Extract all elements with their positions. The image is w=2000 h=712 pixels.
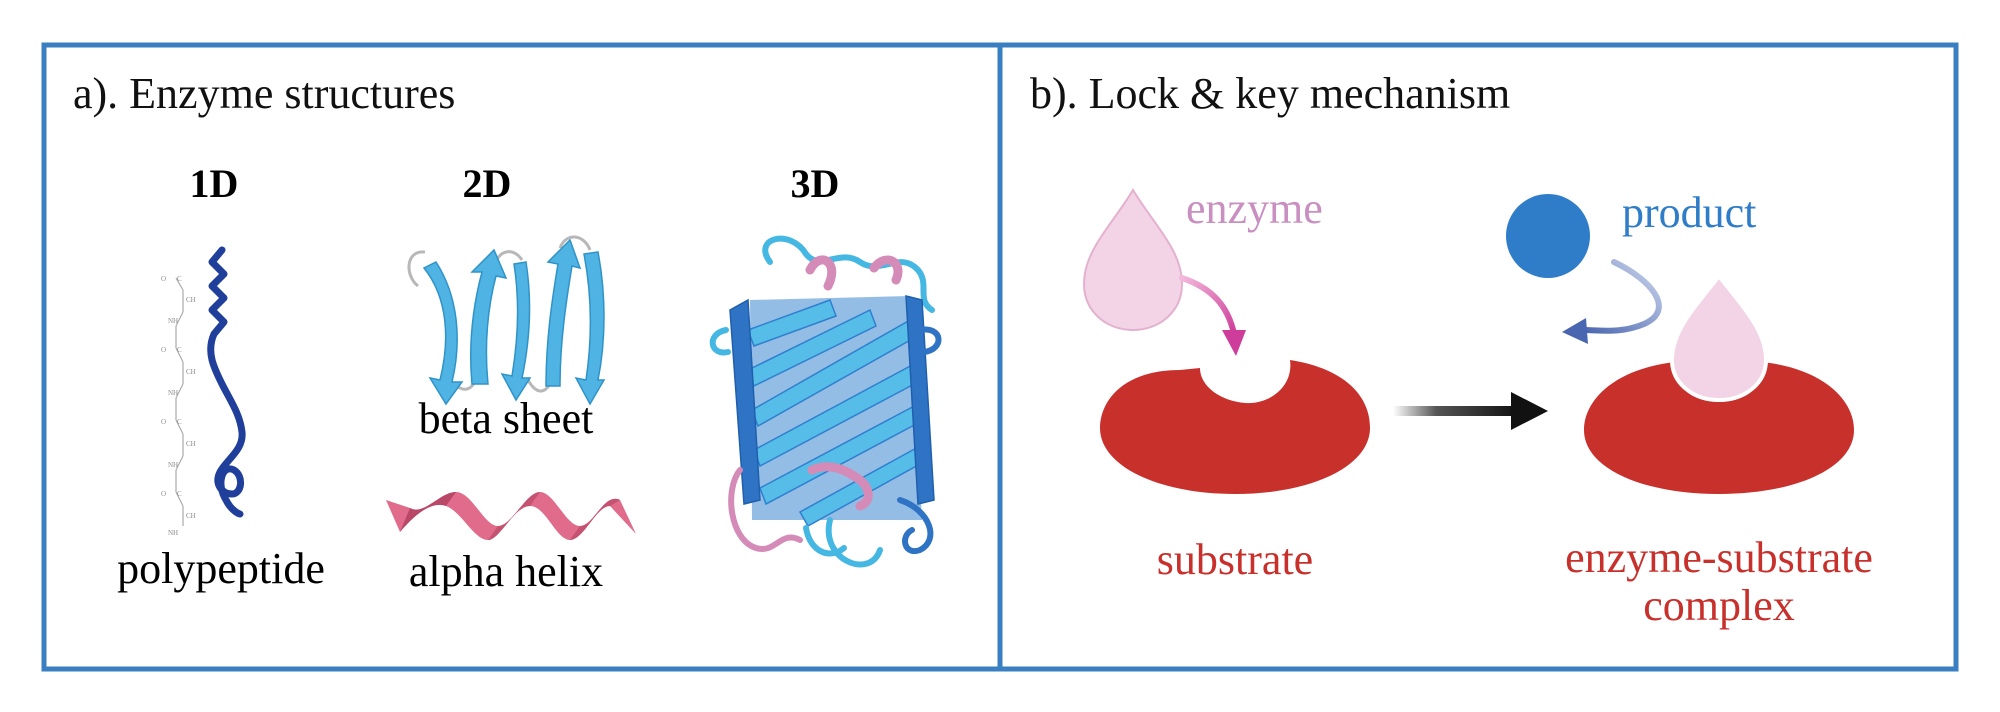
- product-circle-icon: [1506, 194, 1590, 278]
- chem-labels: O C CH NH O C CH NH O C CH NH O C CH NH: [161, 275, 196, 537]
- enzyme-approach-arrow-icon: [1179, 275, 1246, 356]
- heading-2d: 2D: [463, 161, 512, 206]
- chem-label-ch: CH: [186, 440, 196, 448]
- alpha-helix-icon: [386, 492, 636, 540]
- label-polypeptide: polypeptide: [117, 544, 325, 593]
- chem-label-ch: CH: [186, 512, 196, 520]
- chem-label-nh: NH: [168, 461, 178, 469]
- heading-1d: 1D: [190, 161, 239, 206]
- label-alpha-helix: alpha helix: [409, 547, 603, 596]
- chem-label-c: C: [177, 418, 182, 426]
- label-substrate: substrate: [1157, 535, 1313, 584]
- panel-b-title: b). Lock & key mechanism: [1030, 69, 1510, 118]
- reaction-arrow-icon: [1393, 392, 1548, 430]
- substrate-shape-icon: [1100, 360, 1370, 494]
- chem-label-nh: NH: [168, 389, 178, 397]
- enzyme-drop-icon: [1082, 188, 1184, 332]
- panel-a-title: a). Enzyme structures: [73, 69, 455, 118]
- chem-label-o: O: [161, 275, 166, 283]
- panel-b-frame: [997, 42, 1959, 672]
- label-enzyme: enzyme: [1186, 184, 1323, 233]
- chem-label-o: O: [161, 346, 166, 354]
- chem-label-o: O: [161, 490, 166, 498]
- complex-substrate-shape-icon: [1584, 362, 1854, 494]
- label-complex-line1: enzyme-substrate: [1565, 533, 1873, 582]
- label-product: product: [1622, 188, 1756, 237]
- chem-label-c: C: [177, 490, 182, 498]
- chem-label-o: O: [161, 418, 166, 426]
- chem-label-ch: CH: [186, 296, 196, 304]
- polypeptide-ribbon-icon: [207, 246, 246, 518]
- heading-3d: 3D: [791, 161, 840, 206]
- chem-label-c: C: [177, 275, 182, 283]
- label-complex-line2: complex: [1643, 581, 1795, 630]
- complex-enzyme-drop-icon: [1669, 272, 1769, 403]
- product-release-arrow-icon: [1562, 259, 1662, 344]
- polypeptide-backbone-icon: [175, 277, 184, 526]
- beta-sheet-icon: [407, 235, 606, 406]
- chem-label-c: C: [177, 346, 182, 354]
- label-beta-sheet: beta sheet: [419, 394, 594, 443]
- chem-label-nh: NH: [168, 317, 178, 325]
- protein-3d-structure-icon: [709, 235, 942, 568]
- chem-label-nh: NH: [168, 529, 178, 537]
- chem-label-ch: CH: [186, 368, 196, 376]
